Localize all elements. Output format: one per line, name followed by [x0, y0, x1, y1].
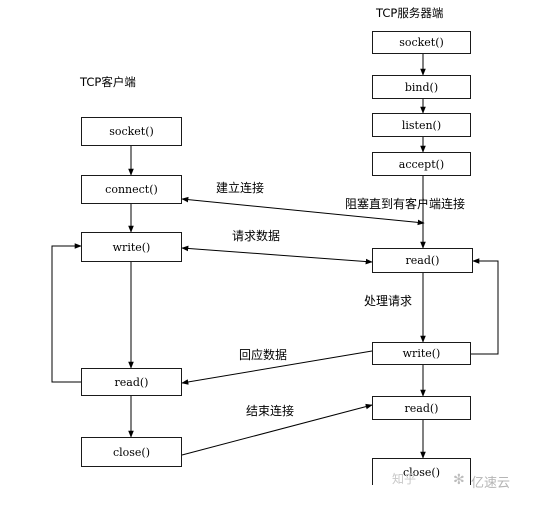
server-read2-box: read()	[372, 396, 471, 420]
watermark-logo-icon: ✻	[453, 472, 465, 488]
server-bind-box: bind()	[372, 75, 471, 99]
client-read-box: read()	[81, 368, 182, 396]
client-title: TCP客户端	[80, 75, 136, 89]
edge-server-loop	[471, 258, 499, 355]
edge-request-data	[181, 245, 373, 265]
label-end-connection: 结束连接	[246, 404, 295, 418]
label-process-request: 处理请求	[364, 294, 413, 308]
zhihu-watermark: 知乎	[392, 472, 417, 486]
label-response-data: 回应数据	[239, 348, 288, 362]
client-socket-box: socket()	[81, 117, 182, 146]
edge-response-data	[181, 350, 373, 385]
edge-client-loop	[51, 243, 82, 383]
server-title: TCP服务器端	[376, 6, 444, 20]
edge-connect-handshake	[181, 196, 425, 226]
client-write-box: write()	[81, 232, 182, 262]
client-close-box: close()	[81, 437, 182, 467]
server-accept-box: accept()	[372, 152, 471, 176]
server-socket-box: socket()	[372, 31, 471, 54]
client-connect-box: connect()	[81, 175, 182, 204]
server-write-box: write()	[372, 342, 471, 365]
label-establish-connection: 建立连接	[216, 181, 265, 195]
edge-end-connection	[181, 403, 373, 456]
label-block-until-client: 阻塞直到有客户端连接	[345, 197, 466, 211]
server-listen-box: listen()	[372, 113, 471, 137]
yisu-watermark: 亿速云	[471, 476, 511, 491]
server-close-box: close()	[372, 458, 471, 485]
label-request-data: 请求数据	[232, 229, 281, 243]
server-read-box: read()	[372, 248, 473, 273]
